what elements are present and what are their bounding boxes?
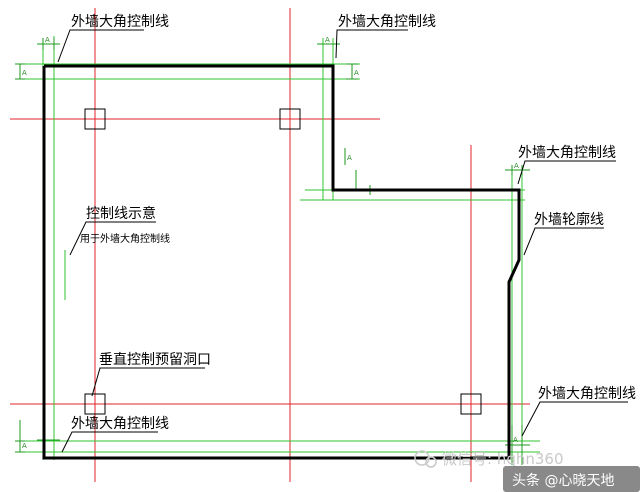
label-corner-top-mid: 外墙大角控制线 [338, 14, 436, 30]
dim-mark-6: A [514, 162, 519, 170]
label-corner-bottom-left: 外墙大角控制线 [71, 416, 169, 432]
watermark: 微信号: hqhn360 [414, 450, 564, 468]
leader-lines [57, 29, 628, 453]
label-vertical-hole: 垂直控制预留洞口 [99, 351, 211, 368]
dim-mark-2: A [22, 69, 27, 77]
outer-wall-outline [42, 64, 521, 460]
label-control-line-title: 控制线示意 [86, 205, 156, 222]
reserved-holes [84, 108, 482, 415]
label-corner-top-left: 外墙大角控制线 [71, 14, 169, 30]
hole-top-mid [279, 108, 301, 130]
dim-mark-3: A [325, 36, 330, 44]
label-control-line-sub: 用于外墙大角控制线 [80, 232, 170, 245]
watermark-text: 微信号: hqhn360 [442, 450, 564, 468]
source-badge-text: 头条 @心晓天地 [512, 473, 615, 489]
label-corner-right-lower: 外墙大角控制线 [538, 386, 636, 402]
annotation-labels: 外墙大角控制线 外墙大角控制线 外墙大角控制线 外墙轮廓线 控制线示意 用于外墙… [71, 14, 636, 432]
label-corner-right-upper: 外墙大角控制线 [518, 145, 616, 161]
hole-top-left [84, 108, 106, 130]
dimension-marks [15, 38, 530, 465]
dimension-letters: A A A A A A A A [22, 36, 519, 450]
source-badge [503, 466, 640, 492]
hole-bottom-right [460, 393, 482, 415]
dim-mark-4: A [354, 69, 359, 77]
dim-mark-1: A [45, 36, 50, 44]
dim-mark-5: A [347, 154, 352, 162]
dim-mark-8: A [513, 436, 518, 444]
dim-mark-7: A [22, 442, 27, 450]
axis-lines [10, 8, 530, 482]
hole-bottom-left [84, 393, 106, 415]
label-outline: 外墙轮廓线 [534, 211, 604, 228]
